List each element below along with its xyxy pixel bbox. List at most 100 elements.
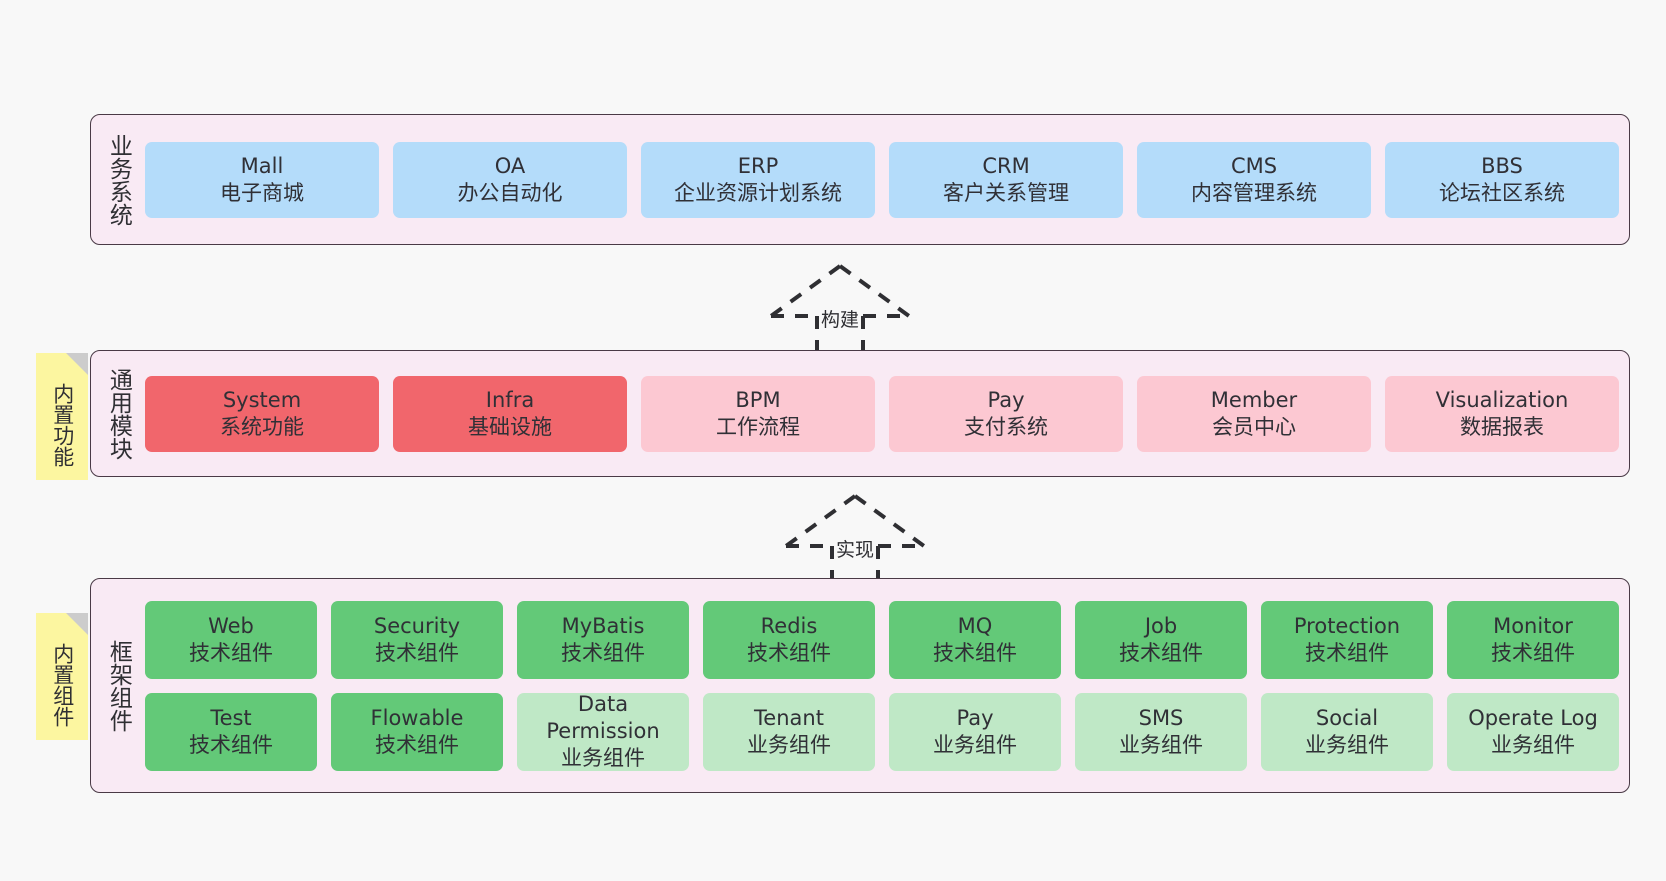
node-desc: 论坛社区系统 [1439,180,1565,205]
layer-body: System 系统功能 Infra 基础设施 BPM 工作流程 Pay 支付系统… [137,360,1619,467]
node-bbs[interactable]: BBS 论坛社区系统 [1385,141,1619,218]
layer-title: 业务系统 [105,133,132,226]
node-job[interactable]: Job 技术组件 [1075,600,1247,679]
node-infra[interactable]: Infra 基础设施 [393,375,627,452]
node-tenant[interactable]: Tenant 业务组件 [703,692,875,771]
node-web[interactable]: Web 技术组件 [145,600,317,679]
node-mybatis[interactable]: MyBatis 技术组件 [517,600,689,679]
layer-title: 框架组件 [105,639,132,732]
node-name: MyBatis [561,613,645,638]
node-desc: 数据报表 [1460,414,1544,439]
arrowhead-dashed [769,264,911,318]
node-desc: 业务组件 [933,732,1017,757]
node-name: CRM [982,153,1030,178]
node-visualization[interactable]: Visualization 数据报表 [1385,375,1619,452]
node-name: Data Permission [546,692,660,744]
node-name: CMS [1230,153,1278,178]
sticky-note-builtin-function: 内置功能 [36,353,88,480]
node-cms[interactable]: CMS 内容管理系统 [1137,141,1371,218]
node-row: Web 技术组件 Security 技术组件 MyBatis 技术组件 Redi… [145,600,1619,679]
layer-title: 通用模块 [105,367,132,460]
layer-common-modules: 通用模块 System 系统功能 Infra 基础设施 BPM 工作流程 Pay… [90,350,1630,477]
node-desc: 业务组件 [1305,732,1389,757]
node-desc: 支付系统 [964,414,1048,439]
node-name: ERP [737,153,779,178]
node-flowable[interactable]: Flowable 技术组件 [331,692,503,771]
node-desc: 业务组件 [1491,732,1575,757]
node-system[interactable]: System 系统功能 [145,375,379,452]
node-desc: 技术组件 [375,732,459,757]
node-name: Tenant [754,705,824,730]
node-erp[interactable]: ERP 企业资源计划系统 [641,141,875,218]
node-test[interactable]: Test 技术组件 [145,692,317,771]
layer-body: Mall 电子商城 OA 办公自动化 ERP 企业资源计划系统 CRM 客户关系… [137,124,1619,235]
node-desc: 技术组件 [747,640,831,665]
node-name: Protection [1293,613,1401,638]
node-row: Mall 电子商城 OA 办公自动化 ERP 企业资源计划系统 CRM 客户关系… [145,141,1619,218]
connector-realize: 实现 [780,492,930,588]
layer-body: Web 技术组件 Security 技术组件 MyBatis 技术组件 Redi… [137,588,1619,783]
node-name: Member [1210,387,1298,412]
node-desc: 办公自动化 [457,180,563,205]
layer-framework-components: 框架组件 Web 技术组件 Security 技术组件 MyBatis 技术组件… [90,578,1630,793]
node-desc: 技术组件 [189,732,273,757]
node-desc: 技术组件 [561,640,645,665]
node-row: Test 技术组件 Flowable 技术组件 Data Permission … [145,692,1619,771]
node-data-permission[interactable]: Data Permission 业务组件 [517,692,689,771]
node-mq[interactable]: MQ 技术组件 [889,600,1061,679]
node-name: Operate Log [1468,705,1598,730]
node-name: MQ [957,613,993,638]
node-desc: 技术组件 [1119,640,1203,665]
node-desc: 业务组件 [747,732,831,757]
node-desc: 客户关系管理 [943,180,1069,205]
node-oa[interactable]: OA 办公自动化 [393,141,627,218]
layer-business-systems: 业务系统 Mall 电子商城 OA 办公自动化 ERP 企业资源计划系统 CRM… [90,114,1630,245]
node-desc: 电子商城 [220,180,304,205]
node-name: Test [210,705,252,730]
node-desc: 技术组件 [1305,640,1389,665]
node-name: BPM [735,387,781,412]
node-name: System [222,387,302,412]
node-name: Infra [485,387,535,412]
node-desc: 技术组件 [375,640,459,665]
node-name: Social [1315,705,1379,730]
sticky-note-label: 内置组件 [50,642,75,727]
node-desc: 技术组件 [933,640,1017,665]
node-name: Monitor [1493,613,1573,638]
node-desc: 系统功能 [220,414,304,439]
node-desc: 技术组件 [1491,640,1575,665]
node-name: Security [373,613,461,638]
node-social[interactable]: Social 业务组件 [1261,692,1433,771]
node-desc: 企业资源计划系统 [674,180,842,205]
node-desc: 工作流程 [716,414,800,439]
node-monitor[interactable]: Monitor 技术组件 [1447,600,1619,679]
sticky-note-label: 内置功能 [50,382,75,467]
node-mall[interactable]: Mall 电子商城 [145,141,379,218]
node-protection[interactable]: Protection 技术组件 [1261,600,1433,679]
node-desc: 会员中心 [1212,414,1296,439]
node-operate-log[interactable]: Operate Log 业务组件 [1447,692,1619,771]
node-row: System 系统功能 Infra 基础设施 BPM 工作流程 Pay 支付系统… [145,375,1619,452]
node-name: Visualization [1435,387,1569,412]
node-name: Mall [240,153,284,178]
node-member[interactable]: Member 会员中心 [1137,375,1371,452]
node-sms[interactable]: SMS 业务组件 [1075,692,1247,771]
node-pay[interactable]: Pay 支付系统 [889,375,1123,452]
node-desc: 业务组件 [561,745,645,770]
node-crm[interactable]: CRM 客户关系管理 [889,141,1123,218]
node-name: SMS [1138,705,1184,730]
node-desc: 技术组件 [189,640,273,665]
arrowhead-dashed [784,494,926,548]
node-security[interactable]: Security 技术组件 [331,600,503,679]
sticky-note-builtin-component: 内置组件 [36,613,88,740]
node-name: Pay [987,387,1025,412]
node-redis[interactable]: Redis 技术组件 [703,600,875,679]
node-name: Redis [760,613,818,638]
node-name: BBS [1481,153,1523,178]
node-name: OA [494,153,526,178]
node-pay-business[interactable]: Pay 业务组件 [889,692,1061,771]
node-name: Job [1144,613,1178,638]
node-bpm[interactable]: BPM 工作流程 [641,375,875,452]
node-desc: 业务组件 [1119,732,1203,757]
